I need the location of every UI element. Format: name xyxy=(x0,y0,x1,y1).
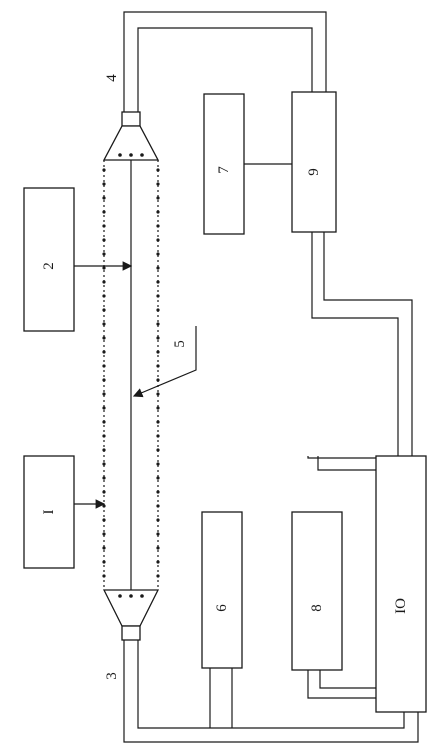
tube-dot xyxy=(156,490,160,494)
tube-dot xyxy=(156,280,160,284)
tube-dot xyxy=(102,378,106,382)
box-9 xyxy=(291,91,337,233)
tube-dot xyxy=(156,238,160,242)
tube-dot xyxy=(156,462,160,466)
port-4-nozzle xyxy=(102,111,160,161)
tube-dot xyxy=(156,560,160,564)
tube-dot xyxy=(156,406,160,410)
label-box-1: I xyxy=(41,510,57,515)
label-pointer-5: 5 xyxy=(172,340,188,348)
nozzle-dots xyxy=(118,153,144,598)
label-port-3: 3 xyxy=(104,672,120,680)
tube-dot xyxy=(102,546,106,550)
tube-dot xyxy=(102,476,106,480)
tube-dot xyxy=(156,196,160,200)
tube-dot xyxy=(102,560,106,564)
tube-dot xyxy=(102,252,106,256)
tube-dot xyxy=(102,168,106,172)
tube-dot xyxy=(156,392,160,396)
port-3-nozzle xyxy=(102,589,160,641)
tube-dot xyxy=(156,476,160,480)
tube-dot xyxy=(102,322,106,326)
tube-dot xyxy=(102,224,106,228)
pipe-network xyxy=(123,11,419,743)
tube-dot xyxy=(156,350,160,354)
tube-dot xyxy=(102,574,106,578)
tube-dots-right xyxy=(156,168,160,578)
box-7 xyxy=(203,93,245,235)
tube-dot xyxy=(156,448,160,452)
tube-dot xyxy=(102,336,106,340)
label-box-7: 7 xyxy=(216,166,232,174)
tube-dot xyxy=(102,266,106,270)
tube-dot xyxy=(156,168,160,172)
tube-dot xyxy=(102,490,106,494)
tube-dot xyxy=(102,420,106,424)
box-6 xyxy=(201,511,243,669)
tube-dot xyxy=(102,182,106,186)
tube-dot xyxy=(156,574,160,578)
box-1 xyxy=(23,455,75,569)
tube-dots-left xyxy=(102,168,106,578)
tube-dot xyxy=(102,364,106,368)
label-box-10: IO xyxy=(393,598,409,614)
tube-dot xyxy=(156,294,160,298)
tube-dot xyxy=(102,518,106,522)
box-8 xyxy=(291,511,343,671)
tube-dot xyxy=(102,280,106,284)
tube-dot xyxy=(156,420,160,424)
tube-dot xyxy=(102,504,106,508)
tube-dot xyxy=(102,406,106,410)
tube-dot xyxy=(156,336,160,340)
tube-dot xyxy=(156,308,160,312)
label-port-4: 4 xyxy=(104,74,120,82)
tube-dot xyxy=(102,462,106,466)
tube-dot xyxy=(102,196,106,200)
box-2 xyxy=(23,187,75,332)
tube-dot xyxy=(102,448,106,452)
reactor-tube xyxy=(102,160,160,590)
label-box-9: 9 xyxy=(306,168,322,176)
tube-dot xyxy=(156,364,160,368)
tube-dot xyxy=(156,266,160,270)
tube-dot xyxy=(102,350,106,354)
tube-dot xyxy=(156,532,160,536)
tube-dot xyxy=(102,308,106,312)
tube-dot xyxy=(156,434,160,438)
arrow-5 xyxy=(132,326,197,398)
tube-dot xyxy=(156,518,160,522)
tube-dot xyxy=(102,294,106,298)
tube-dot xyxy=(102,210,106,214)
label-box-6: 6 xyxy=(214,604,230,612)
tube-dot xyxy=(156,252,160,256)
label-box-2: 2 xyxy=(41,262,57,270)
label-box-8: 8 xyxy=(309,604,325,612)
tube-dot xyxy=(156,210,160,214)
tube-dot xyxy=(156,504,160,508)
tube-dot xyxy=(102,392,106,396)
tube-dot xyxy=(156,546,160,550)
tube-dot xyxy=(102,434,106,438)
tube-dot xyxy=(156,322,160,326)
tube-dot xyxy=(156,224,160,228)
tube-dot xyxy=(102,532,106,536)
box-10 xyxy=(375,455,427,713)
tube-dot xyxy=(156,378,160,382)
tube-dot xyxy=(156,182,160,186)
tube-dot xyxy=(102,238,106,242)
